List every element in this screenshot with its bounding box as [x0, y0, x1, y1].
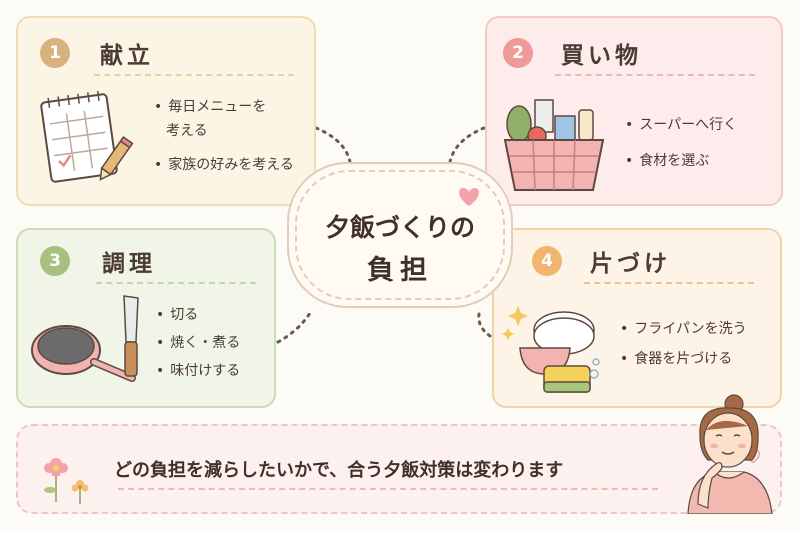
- list-item: 家族の好みを考える: [154, 154, 294, 176]
- list-item: スーパーへ行く: [625, 114, 737, 136]
- title-underline: [584, 282, 754, 284]
- footer-underline: [118, 488, 658, 490]
- list-item: 切る: [156, 304, 198, 326]
- shopping-basket-icon: [499, 94, 611, 194]
- central-topic-line1: 夕飯づくりの: [324, 213, 475, 242]
- central-topic-line2: 負担: [367, 255, 433, 286]
- pencil-icon: [94, 136, 134, 186]
- card-cooking: 3 調理 切る 焼く・煮る 味付けする: [16, 228, 276, 408]
- list-item: 毎日メニューを: [154, 96, 266, 118]
- step-number-badge: 3: [40, 246, 70, 276]
- list-item: 食器を片づける: [620, 348, 732, 370]
- frying-pan-icon: [28, 316, 138, 386]
- list-item: 焼く・煮る: [156, 332, 240, 354]
- list-item: フライパンを洗う: [620, 318, 746, 340]
- step-number-badge: 1: [40, 38, 70, 68]
- card-title: 献立: [100, 43, 154, 69]
- footer-message: どの負担を減らしたいかで、合う夕飯対策は変わります: [114, 460, 564, 481]
- step-number-badge: 4: [532, 246, 562, 276]
- calendar-icon: [40, 88, 140, 193]
- card-title: 片づけ: [590, 251, 671, 277]
- card-shopping: 2 買い物 スーパーへ行く 食材を選ぶ: [485, 16, 783, 206]
- list-item: 味付けする: [156, 360, 240, 382]
- heart-icon: [455, 184, 483, 208]
- plates-icon: [500, 292, 600, 402]
- card-cleanup: 4 片づけ フライパンを洗う 食器を片づける: [492, 228, 782, 408]
- knife-icon: [114, 292, 148, 382]
- list-item: 考える: [166, 123, 208, 139]
- footer-banner: どの負担を減らしたいかで、合う夕飯対策は変わります: [16, 424, 782, 514]
- woman-thinking-icon: [668, 394, 778, 514]
- central-topic: 夕飯づくりの 負担: [287, 162, 513, 308]
- card-menu-planning: 1 献立 毎日メニューを 考える 家族の好みを: [16, 16, 316, 206]
- card-title: 買い物: [561, 43, 642, 69]
- title-underline: [94, 74, 294, 76]
- card-title: 調理: [102, 251, 156, 277]
- title-underline: [96, 282, 256, 284]
- step-number-badge: 2: [503, 38, 533, 68]
- flower-icon: [40, 444, 92, 506]
- title-underline: [555, 74, 755, 76]
- list-item: 食材を選ぶ: [625, 150, 709, 172]
